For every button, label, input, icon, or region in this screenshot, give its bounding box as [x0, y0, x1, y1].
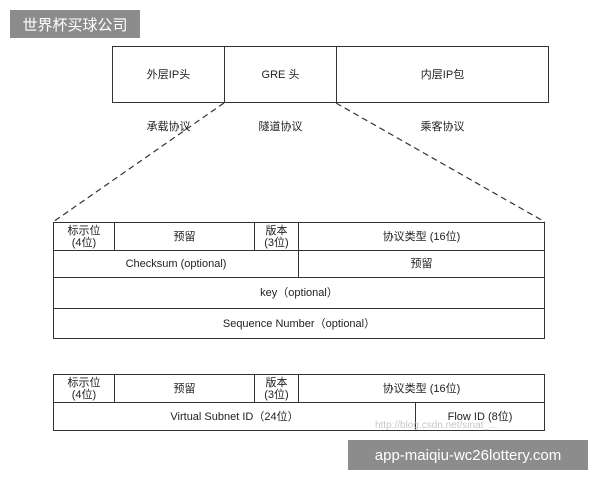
watermark-top: 世界杯买球公司 — [10, 10, 140, 38]
nvgre-vsid-cell: Virtual Subnet ID（24位） — [53, 402, 416, 431]
nvgre-flow-id-cell: Flow ID (8位) — [415, 402, 545, 431]
gre-sequence-cell: Sequence Number（optional） — [53, 308, 545, 339]
nvgre-reserved-cell: 预留 — [114, 374, 255, 403]
gre-flags-cell: 标示位 (4位) — [53, 222, 115, 251]
gre-key-cell: key（optional） — [53, 277, 545, 309]
nvgre-protocol-type-cell: 协议类型 (16位) — [298, 374, 545, 403]
gre-header: GRE 头 — [224, 46, 337, 103]
inner-ip-packet: 内层IP包 — [336, 46, 549, 103]
passenger-protocol-label: 乘客协议 — [420, 121, 465, 133]
gre-reserved-cell: 预留 — [114, 222, 255, 251]
watermark-bottom: app-maiqiu-wc26lottery.com — [348, 440, 588, 470]
gre-version-cell: 版本 (3位) — [254, 222, 299, 251]
nvgre-flags-cell: 标示位 (4位) — [53, 374, 115, 403]
gre-checksum-cell: Checksum (optional) — [53, 250, 299, 278]
nvgre-version-cell: 版本 (3位) — [254, 374, 299, 403]
left-dashed-line — [52, 102, 225, 223]
gre-protocol-type-cell: 协议类型 (16位) — [298, 222, 545, 251]
right-dashed-line — [335, 102, 546, 223]
tunnel-protocol-label: 隧道协议 — [258, 121, 303, 133]
gre-reserved2-cell: 预留 — [298, 250, 545, 278]
carrier-protocol-label: 承载协议 — [146, 121, 191, 133]
outer-ip-header: 外层IP头 — [112, 46, 225, 103]
faint-url-watermark: http://blog.csdn.net/sinat_... — [375, 420, 498, 431]
